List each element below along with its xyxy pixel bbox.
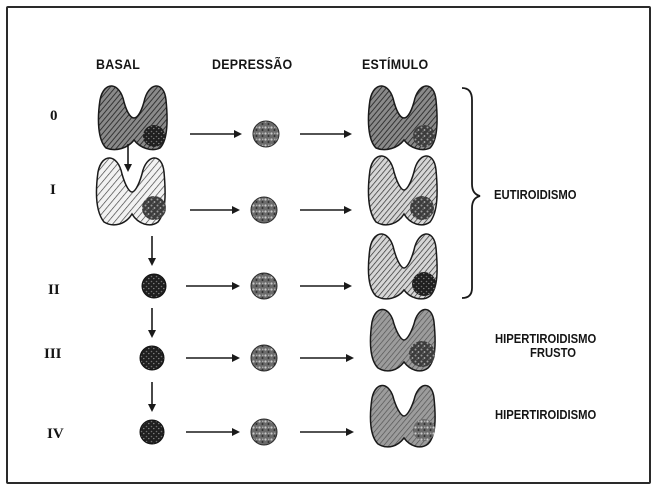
arrow-basal-0-to-1 bbox=[124, 144, 132, 172]
arrow-row-0-to-estimulo bbox=[300, 130, 352, 138]
row-0-basal-thyroid bbox=[98, 86, 167, 150]
arrow-basal-3-to-4 bbox=[148, 382, 156, 412]
row-1-estimulo-thyroid bbox=[368, 156, 437, 225]
row-4-estimulo-thyroid bbox=[370, 385, 435, 446]
arrow-basal-2-to-3 bbox=[148, 308, 156, 338]
arrow-basal-1-to-2 bbox=[148, 236, 156, 266]
row-1-depressao-nodule bbox=[251, 197, 277, 223]
arrow-row-3-to-depressao bbox=[186, 354, 240, 362]
row-2-depressao-nodule bbox=[251, 273, 277, 299]
row-0-depressao-nodule bbox=[253, 121, 279, 147]
row-3-basal-nodule bbox=[140, 346, 164, 370]
row-2-basal-nodule bbox=[142, 274, 166, 298]
row-2-estimulo-thyroid bbox=[368, 234, 437, 299]
row-4-basal-nodule bbox=[140, 420, 164, 444]
arrow-row-1-to-estimulo bbox=[300, 206, 352, 214]
arrow-row-4-to-estimulo bbox=[300, 428, 354, 436]
arrow-row-4-to-depressao bbox=[186, 428, 240, 436]
arrow-row-1-to-depressao bbox=[190, 206, 240, 214]
eutiroidismo-brace bbox=[462, 88, 480, 298]
arrow-row-2-to-depressao bbox=[186, 282, 240, 290]
row-1-basal-thyroid bbox=[96, 158, 166, 225]
arrow-row-3-to-estimulo bbox=[300, 354, 354, 362]
row-3-estimulo-thyroid bbox=[370, 309, 435, 370]
row-4-depressao-nodule bbox=[251, 419, 277, 445]
row-3-depressao-nodule bbox=[251, 345, 277, 371]
arrow-row-2-to-estimulo bbox=[300, 282, 352, 290]
row-0-estimulo-thyroid bbox=[368, 86, 437, 150]
arrow-row-0-to-depressao bbox=[190, 130, 242, 138]
